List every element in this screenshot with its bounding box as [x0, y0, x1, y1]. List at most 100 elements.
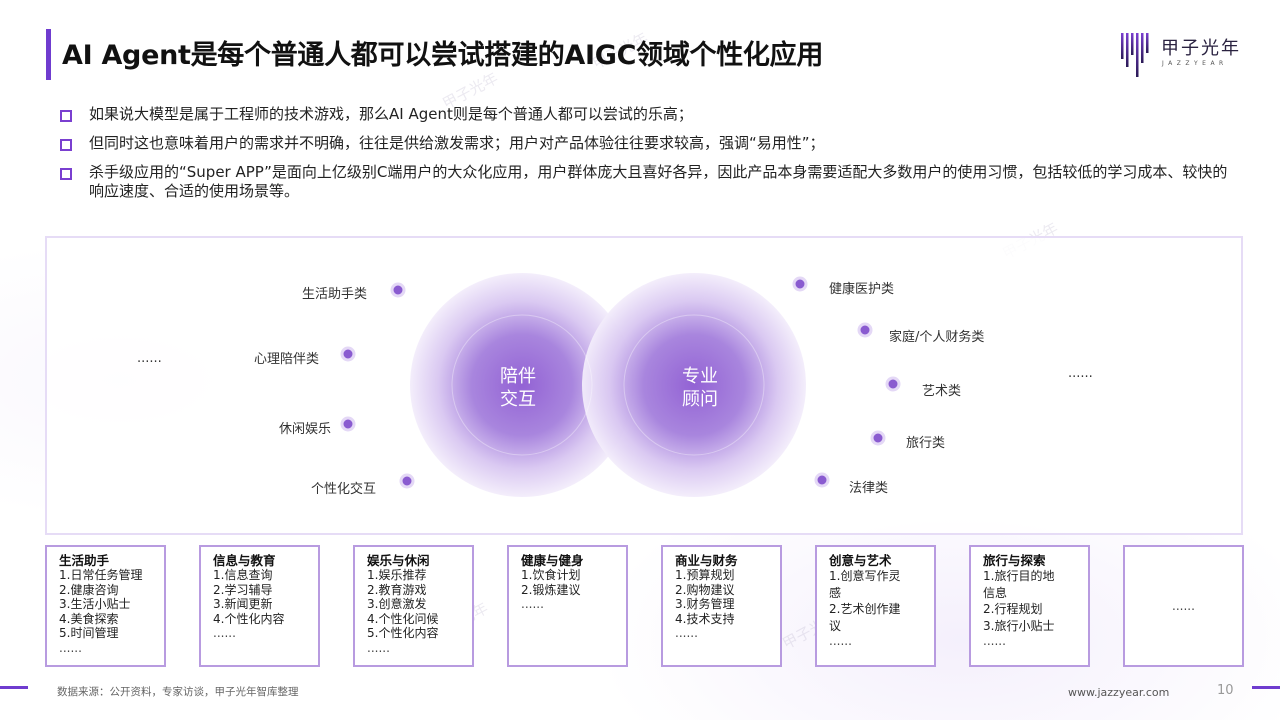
box-item: 议 — [829, 618, 842, 633]
bullet-item: 但同时这也意味着用户的需求并不明确，往往是供给激发需求；用户对产品体验往往要求较… — [60, 134, 1230, 153]
category-box-more: ...... — [1123, 545, 1244, 667]
footer-accent-right — [1252, 686, 1280, 689]
bullet-text: 但同时这也意味着用户的需求并不明确，往往是供给激发需求；用户对产品体验往往要求较… — [89, 134, 825, 152]
box-item: 2.锻炼建议 — [521, 582, 581, 597]
box-heading: 娱乐与休闲 — [367, 553, 430, 568]
box-item: 1.旅行目的地 — [983, 569, 1055, 583]
category-box-business: 商业与财务 1.预算规划 2.购物建议 3.财务管理 4.技术支持 ...... — [661, 545, 782, 667]
left-circle-line1: 陪伴 — [500, 366, 536, 387]
box-item: 2.健康咨询 — [59, 582, 119, 597]
box-heading: 健康与健身 — [521, 553, 584, 568]
box-item: 信息 — [983, 585, 1008, 600]
box-item: 4.技术支持 — [675, 611, 735, 626]
page-number: 10 — [1217, 683, 1234, 698]
box-item: 1.娱乐推荐 — [367, 568, 427, 582]
brand-logo: 甲子光年 JAZZYEAR — [1118, 29, 1243, 81]
box-more: ...... — [367, 640, 390, 655]
right-circle — [582, 273, 806, 497]
box-item: 1.饮食计划 — [521, 568, 581, 582]
right-circle-line2: 顾问 — [682, 389, 718, 410]
square-bullet-icon — [60, 168, 72, 180]
category-box-info: 信息与教育 1.信息查询 2.学习辅导 3.新闻更新 4.个性化内容 .....… — [199, 545, 320, 667]
label-mental-companion: 心理陪伴类 — [254, 352, 320, 367]
box-item: 3.旅行小贴士 — [983, 618, 1055, 633]
data-source: 数据来源：公开资料，专家访谈，甲子光年智库整理 — [57, 686, 299, 698]
bullet-item: 杀手级应用的“Super APP”是面向上亿级别C端用户的大众化应用，用户群体庞… — [60, 163, 1230, 201]
category-box-entertainment: 娱乐与休闲 1.娱乐推荐 2.教育游戏 3.创意激发 4.个性化问候 5.个性化… — [353, 545, 474, 667]
box-more: ...... — [213, 626, 236, 641]
box-heading: 创意与艺术 — [829, 553, 892, 568]
left-circle-label: 陪伴 交互 — [488, 365, 548, 411]
footer-accent-left — [0, 686, 28, 689]
right-circle-label: 专业 顾问 — [670, 365, 730, 411]
label-art: 艺术类 — [922, 384, 962, 399]
box-item: 3.创意激发 — [367, 597, 427, 612]
connector-dot-icon — [340, 416, 356, 432]
box-item: 5.时间管理 — [59, 626, 119, 641]
connector-dot-icon — [885, 376, 901, 392]
bullet-text: 如果说大模型是属于工程师的技术游戏，那么AI Agent则是每个普通人都可以尝试… — [89, 105, 693, 123]
left-circle-line2: 交互 — [500, 389, 536, 410]
box-item: 感 — [829, 585, 842, 600]
label-health: 健康医护类 — [829, 282, 895, 297]
square-bullet-icon — [60, 139, 72, 151]
website-link[interactable]: www.jazzyear.com — [1068, 686, 1170, 699]
connector-dot-icon — [792, 276, 808, 292]
box-heading: 信息与教育 — [213, 553, 276, 568]
box-item: 4.个性化内容 — [213, 611, 285, 626]
right-circle-line1: 专业 — [682, 366, 718, 387]
connector-dot-icon — [399, 473, 415, 489]
connector-dot-icon — [814, 472, 830, 488]
box-more: ...... — [59, 640, 82, 655]
label-leisure: 休闲娱乐 — [279, 422, 332, 437]
box-more: ...... — [983, 634, 1006, 648]
logo-text-cn: 甲子光年 — [1161, 38, 1241, 59]
box-item: 3.财务管理 — [675, 597, 735, 612]
label-personal-interaction: 个性化交互 — [311, 482, 377, 497]
box-heading: 商业与财务 — [675, 553, 738, 568]
page-title: AI Agent是每个普通人都可以尝试搭建的AIGC领域个性化应用 — [62, 40, 824, 71]
box-item: 3.新闻更新 — [213, 597, 273, 612]
box-item: 1.创意写作灵 — [829, 569, 901, 583]
label-life-assistant: 生活助手类 — [302, 287, 368, 302]
connector-dot-icon — [870, 430, 886, 446]
label-right-more: ...... — [1068, 366, 1093, 381]
connector-dot-icon — [390, 282, 406, 298]
left-circle — [410, 273, 634, 497]
box-item: 2.教育游戏 — [367, 582, 427, 597]
label-travel: 旅行类 — [906, 436, 946, 451]
box-more: ...... — [675, 626, 698, 641]
connector-dot-icon — [857, 322, 873, 338]
box-item: 2.学习辅导 — [213, 582, 273, 597]
box-item: 1.预算规划 — [675, 568, 735, 582]
right-circle-ring — [623, 314, 765, 456]
bullet-text: 杀手级应用的“Super APP”是面向上亿级别C端用户的大众化应用，用户群体庞… — [89, 163, 1228, 200]
box-more: ...... — [521, 597, 544, 612]
box-item: 2.购物建议 — [675, 582, 735, 597]
box-item: 5.个性化内容 — [367, 626, 439, 641]
category-box-life: 生活助手 1.日常任务管理 2.健康咨询 3.生活小贴士 4.美食探索 5.时间… — [45, 545, 166, 667]
left-circle-ring — [451, 314, 593, 456]
box-item: 1.日常任务管理 — [59, 568, 143, 582]
bullet-item: 如果说大模型是属于工程师的技术游戏，那么AI Agent则是每个普通人都可以尝试… — [60, 105, 1230, 124]
label-finance: 家庭/个人财务类 — [889, 330, 985, 345]
square-bullet-icon — [60, 110, 72, 122]
box-item: 4.美食探索 — [59, 611, 119, 626]
box-more: ...... — [829, 634, 852, 648]
box-more: ...... — [1172, 599, 1195, 613]
logo-text-en: JAZZYEAR — [1162, 60, 1228, 67]
box-item: 4.个性化问候 — [367, 611, 439, 626]
label-left-more: ...... — [137, 351, 162, 366]
title-accent-bar — [46, 29, 51, 80]
box-heading: 生活助手 — [59, 553, 110, 568]
box-item: 2.艺术创作建 — [829, 602, 901, 616]
category-box-health: 健康与健身 1.饮食计划 2.锻炼建议 ...... — [507, 545, 628, 667]
bullet-list: 如果说大模型是属于工程师的技术游戏，那么AI Agent则是每个普通人都可以尝试… — [60, 105, 1230, 211]
logo-bars-icon — [1121, 33, 1149, 77]
category-box-travel: 旅行与探索 1.旅行目的地 信息 2.行程规划 3.旅行小贴士 ...... — [969, 545, 1090, 667]
category-box-creative: 创意与艺术 1.创意写作灵 感 2.艺术创作建 议 ...... — [815, 545, 936, 667]
box-item: 3.生活小贴士 — [59, 597, 131, 612]
box-item: 1.信息查询 — [213, 568, 273, 582]
box-heading: 旅行与探索 — [983, 553, 1046, 568]
